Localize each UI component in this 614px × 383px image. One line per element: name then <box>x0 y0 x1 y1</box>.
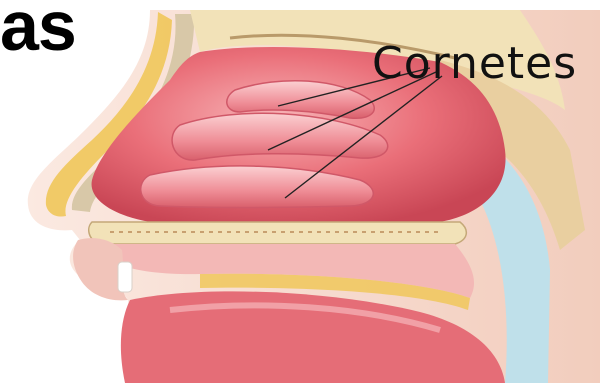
incisor-tooth <box>118 262 132 292</box>
title-fragment: as <box>0 0 76 66</box>
turbinates-label: Cornetes <box>372 38 577 89</box>
